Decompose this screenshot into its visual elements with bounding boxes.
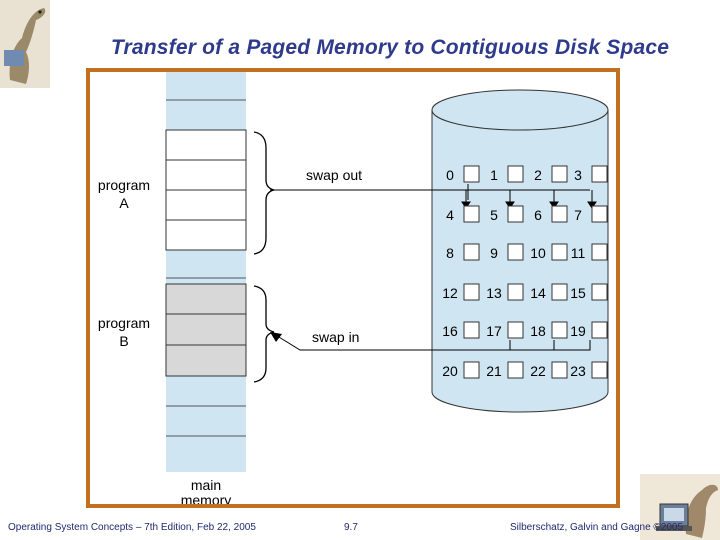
disk-block-label: 9 <box>490 245 498 261</box>
disk-block-label: 12 <box>442 285 458 301</box>
disk-block <box>591 283 608 301</box>
swap-out-connectors <box>424 189 597 209</box>
program-a-brace <box>253 131 275 255</box>
disk-block-label: 16 <box>442 323 458 339</box>
disk-block-label: 1 <box>490 167 498 183</box>
disk-block <box>463 321 480 339</box>
disk-block <box>591 243 608 261</box>
program-a-label-line2: A <box>119 195 129 211</box>
slide-title: Transfer of a Paged Memory to Contiguous… <box>110 36 670 59</box>
disk-block <box>463 283 480 301</box>
disk-block-label: 22 <box>530 363 546 379</box>
swap-out-branches <box>467 184 469 200</box>
disk-block-label: 5 <box>490 207 498 223</box>
disk-block-label: 11 <box>571 245 586 261</box>
disk-block <box>591 205 608 223</box>
disk-block <box>551 243 568 261</box>
paging-diagram: program A program B main memory swap out… <box>98 72 609 508</box>
disk-block-label: 15 <box>570 285 586 301</box>
disk-block <box>463 165 480 183</box>
disk-block-label: 13 <box>486 285 502 301</box>
swap-in-label: swap in <box>312 329 359 345</box>
footer-right: Silberschatz, Galvin and Gagne ©2005 <box>510 522 684 533</box>
disk-block <box>463 243 480 261</box>
disk-block <box>551 283 568 301</box>
disk-block-label: 0 <box>446 167 454 183</box>
disk-block-label: 3 <box>574 167 582 183</box>
disk-block-label: 19 <box>570 323 586 339</box>
disk-block <box>551 361 568 379</box>
disk-block-label: 23 <box>570 363 586 379</box>
disk-block-label: 4 <box>446 207 454 223</box>
footer-left: Operating System Concepts – 7th Edition,… <box>8 522 256 533</box>
program-b-label-line1: program <box>98 315 150 331</box>
program-a-label-line1: program <box>98 177 150 193</box>
disk-block-label: 14 <box>530 285 546 301</box>
disk-block <box>507 321 524 339</box>
disk-block <box>463 361 480 379</box>
dinosaur-logo-icon <box>0 0 50 88</box>
disk-block-label: 20 <box>442 363 458 379</box>
main-memory <box>165 72 247 472</box>
disk-block-label: 10 <box>530 245 546 261</box>
disk-block <box>551 205 568 223</box>
memory-label-line2: memory <box>181 492 232 504</box>
disk-block-label: 2 <box>534 167 542 183</box>
disk-block <box>507 243 524 261</box>
disk-block-label: 17 <box>486 323 502 339</box>
disk-block <box>591 165 608 183</box>
program-b-brace <box>253 285 275 383</box>
memory-label-line1: main <box>191 477 221 493</box>
program-b-label-line2: B <box>119 333 128 349</box>
disk-block-label: 6 <box>534 207 542 223</box>
disk-block <box>551 165 568 183</box>
disk-block <box>507 283 524 301</box>
disk-block-label: 7 <box>574 207 582 223</box>
dinosaur-computer-icon <box>640 474 720 540</box>
disk-block <box>507 361 524 379</box>
disk-block-label: 18 <box>530 323 546 339</box>
footer-page-number: 9.7 <box>344 522 358 533</box>
disk-block-label: 21 <box>486 363 502 379</box>
disk-block <box>551 321 568 339</box>
disk-block <box>591 321 608 339</box>
disk-block <box>507 165 524 183</box>
disk-block <box>591 361 608 379</box>
disk-block-label: 8 <box>446 245 454 261</box>
diagram-frame: program A program B main memory swap out… <box>86 68 620 508</box>
disk-block <box>463 205 480 223</box>
swap-in-connectors <box>509 340 591 350</box>
swap-out-label: swap out <box>306 167 362 183</box>
disk-block <box>507 205 524 223</box>
